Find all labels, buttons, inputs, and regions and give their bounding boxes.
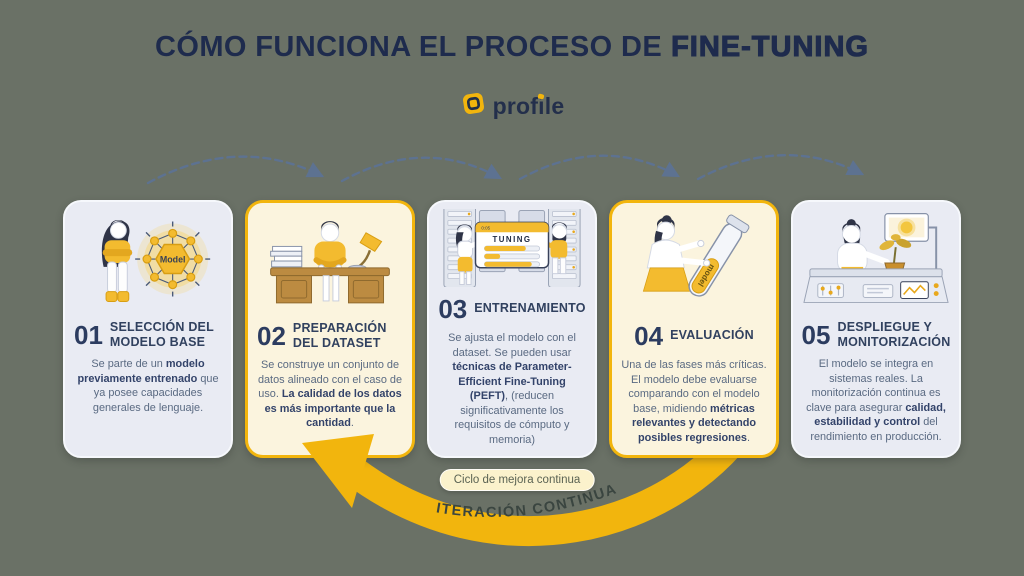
tuning-timer-label: 0:05: [481, 226, 490, 231]
step-number: 05: [801, 319, 831, 350]
step-card-3: 0:05 TUNING 03 ENTRENAMIENTO Se ajusta: [427, 200, 597, 458]
step-heading: 01 SELECCIÓN DEL MODELO BASE: [74, 316, 222, 353]
step-title: SELECCIÓN DEL MODELO BASE: [109, 320, 214, 349]
step-card-4: model 04 EVALUACIÓN Una de las fases más…: [609, 200, 779, 458]
description-segment: Se parte de un: [91, 358, 166, 370]
continuous-improvement-badge: Ciclo de mejora continua: [439, 469, 595, 491]
servers-tuning-panel-illustration: 0:05 TUNING: [438, 209, 586, 287]
step-heading: 02 PREPARACIÓN DEL DATASET: [257, 317, 403, 354]
step-description: Se parte de un modelo previamente entren…: [74, 357, 222, 415]
step-number: 04: [634, 320, 664, 351]
description-bold-segment: La calidad de los datos es más important…: [264, 388, 402, 429]
step-flow-arrows: [146, 154, 865, 185]
wordmark-pre: prof: [492, 92, 539, 119]
woman-with-model-network-illustration: Model: [74, 209, 222, 313]
page-title-prefix: CÓMO FUNCIONA EL PROCESO DE: [155, 31, 663, 63]
description-bold-segment: técnicas de Parameter-Efficient Fine-Tun…: [452, 361, 572, 402]
step-heading: 04 EVALUACIÓN: [621, 317, 767, 354]
page-title-emphasis: FINE-TUNING: [671, 30, 869, 63]
tuning-panel-title: TUNING: [492, 235, 531, 244]
description-segment: que ya posee capacidades generales de le…: [92, 372, 219, 414]
arrow-step4-to-step5: [696, 154, 865, 181]
description-segment: Se construye un conjunto de datos alinea…: [257, 359, 403, 400]
step-number: 02: [257, 320, 286, 351]
arrow-step2-to-step3: [340, 156, 503, 183]
step-card-5: 05 DESPLIEGUE Y MONITORIZACIÓN El modelo…: [791, 200, 961, 458]
step-description: Se construye un conjunto de datos alinea…: [257, 358, 403, 431]
wordmark-post: le: [544, 92, 565, 119]
step-card-1: Model 01: [63, 200, 233, 458]
step-number: 03: [438, 293, 468, 324]
model-badge-label: Model: [160, 254, 186, 264]
description-segment: Se ajusta el modelo con el dataset. Se p…: [448, 332, 576, 359]
steps-row: Model 01: [63, 200, 961, 458]
description-bold-segment: calidad, estabilidad y control: [814, 401, 946, 429]
step-title: DESPLIEGUE Y MONITORIZACIÓN: [837, 320, 951, 349]
arrow-step3-to-step4: [518, 154, 681, 181]
step-heading: 05 DESPLIEGUE Y MONITORIZACIÓN: [801, 316, 951, 353]
woman-test-tube-illustration: model: [621, 210, 767, 314]
step-description: El modelo se integra en sistemas reales.…: [802, 357, 950, 444]
description-segment: El modelo se integra en sistemas reales.…: [806, 358, 941, 414]
step-title: EVALUACIÓN: [670, 328, 754, 343]
step-card-2: 02 PREPARACIÓN DEL DATASET Se construye …: [245, 200, 415, 458]
description-bold-segment: modelo previamente entrenado: [77, 358, 205, 385]
step-title: ENTRENAMIENTO: [474, 301, 586, 316]
description-segment: del rendimiento en producción.: [810, 416, 942, 443]
man-monitoring-console-illustration: [802, 209, 950, 313]
step-number: 01: [74, 319, 103, 350]
person-preparing-dataset-illustration: [257, 210, 403, 314]
description-segment: .: [350, 417, 354, 429]
step-heading: 03 ENTRENAMIENTO: [438, 290, 586, 327]
step-title: PREPARACIÓN DEL DATASET: [292, 321, 387, 350]
description-segment: Una de las fases más críticas. El modelo…: [621, 359, 767, 415]
arrow-step1-to-step2: [146, 155, 325, 185]
step-description: Se ajusta el modelo con el dataset. Se p…: [438, 331, 586, 447]
wordmark-i: i: [538, 92, 545, 119]
profile-wordmark: profile: [492, 92, 565, 119]
profile-logo: profile: [0, 90, 1024, 122]
step-description: Una de las fases más críticas. El modelo…: [621, 358, 767, 445]
profile-logo-icon: [460, 90, 487, 122]
description-segment: .: [746, 431, 750, 444]
